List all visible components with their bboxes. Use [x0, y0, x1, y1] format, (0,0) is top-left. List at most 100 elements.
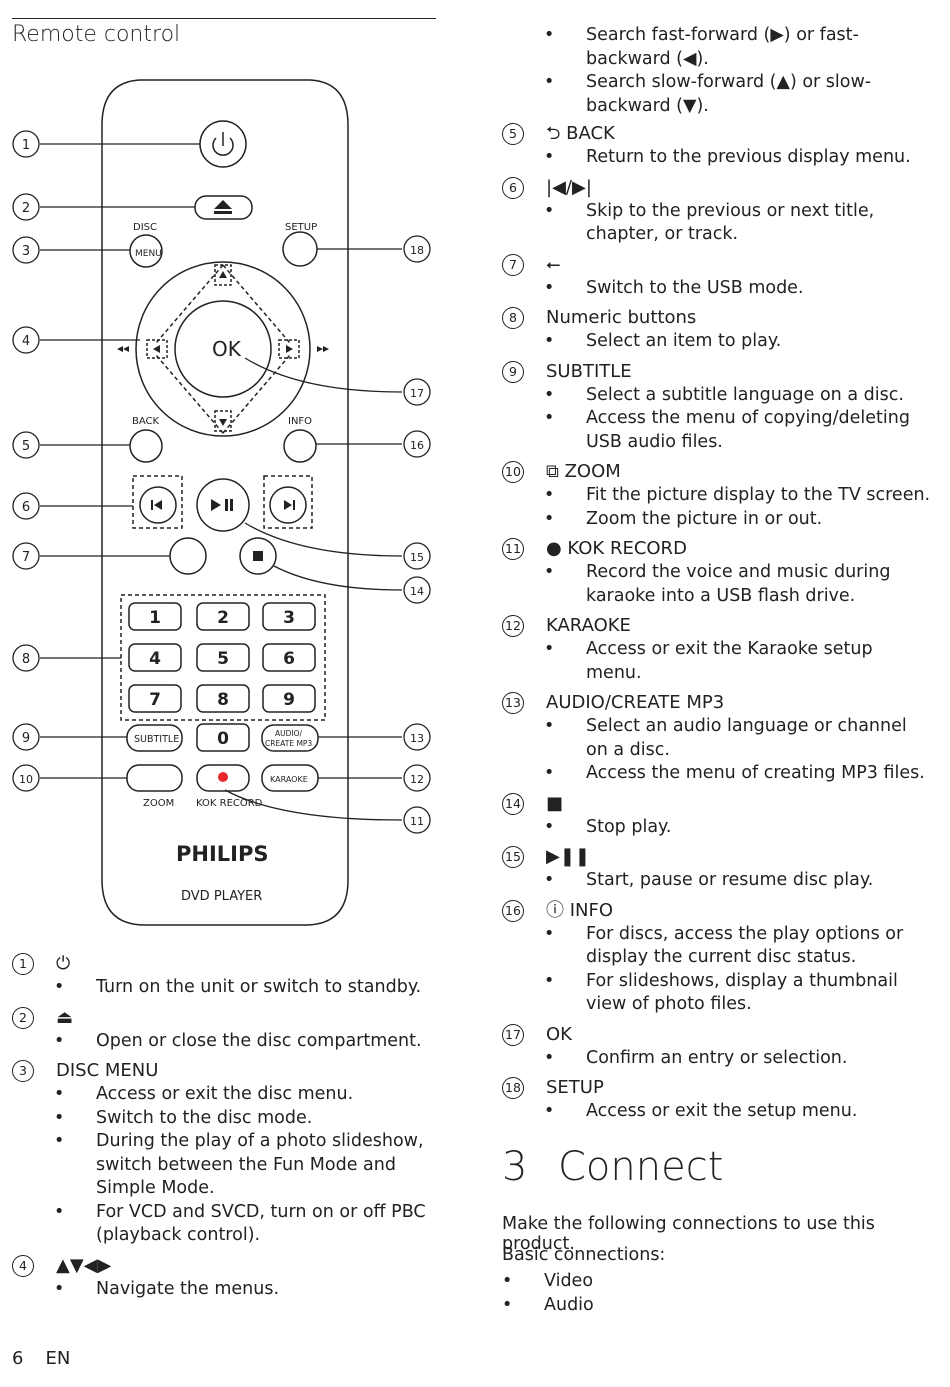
- svg-text:9: 9: [283, 690, 295, 710]
- description-item: 9 SUBTITLESelect a subtitle language on a…: [502, 360, 932, 461]
- item-number: 6: [502, 176, 524, 199]
- item-title: ● KOK RECORD: [546, 538, 687, 560]
- item-number: 16: [502, 899, 524, 922]
- item-bullets: Skip to the previous or next title, chap…: [502, 200, 932, 253]
- list-item: Access the menu of copying/deleting USB …: [544, 407, 932, 454]
- svg-text:5: 5: [22, 439, 30, 454]
- item-bullets: Return to the previous display menu.: [502, 146, 932, 176]
- zoom-label: ZOOM: [143, 798, 174, 809]
- svg-text:0: 0: [217, 729, 229, 749]
- record-dot: [218, 772, 228, 782]
- language-code: EN: [45, 1348, 71, 1369]
- item-number: 15: [502, 846, 524, 868]
- item-bullets: Navigate the menus.: [12, 1278, 432, 1308]
- back-label: BACK: [132, 416, 160, 427]
- item-title: ⏏: [56, 1006, 74, 1028]
- nav-ring: [135, 261, 311, 437]
- svg-text:11: 11: [410, 815, 424, 828]
- connect-intro: Make the following connections to use th…: [502, 1214, 875, 1254]
- item-number: 4: [12, 1254, 34, 1277]
- ok-label: OK: [212, 337, 242, 361]
- item-heading: 9 SUBTITLE: [502, 360, 932, 384]
- power-icon: [212, 137, 234, 156]
- list-item: Return to the previous display menu.: [544, 146, 932, 170]
- karaoke-label: KARAOKE: [270, 775, 308, 784]
- item-bullets: Select a subtitle language on a disc.Acc…: [502, 384, 932, 461]
- description-item: 10 ⧉ ZOOMFit the picture display to the T…: [502, 460, 932, 537]
- item-title: ■: [546, 792, 564, 814]
- item-bullets: Stop play.: [502, 816, 932, 846]
- product-label: DVD PLAYER: [181, 889, 262, 904]
- list-item: Access or exit the disc menu.: [54, 1083, 432, 1107]
- item-heading: 4▲▼◀▶: [12, 1254, 432, 1278]
- page-number: 6: [12, 1348, 24, 1369]
- zoom-button: [126, 764, 183, 792]
- item-title: ⓘ INFO: [546, 899, 614, 921]
- info-label: INFO: [288, 416, 312, 427]
- item-title: ▶❚❚: [546, 846, 591, 868]
- list-item: Search fast-forward (▶) or fast-backward…: [544, 24, 932, 71]
- item-bullets: Access or exit the disc menu.Switch to t…: [12, 1083, 432, 1254]
- item-bullets: Switch to the USB mode.: [502, 277, 932, 307]
- disc-label: DISC: [133, 222, 157, 233]
- svg-text:13: 13: [410, 732, 424, 745]
- list-item: Turn on the unit or switch to standby.: [54, 976, 432, 1000]
- list-item: Start, pause or resume disc play.: [544, 869, 932, 893]
- info-button: [283, 429, 317, 463]
- back-button: [129, 429, 163, 463]
- item-heading: 15 ▶❚❚: [502, 845, 932, 869]
- item-number: 9: [502, 360, 524, 383]
- numeric-keys: [128, 602, 316, 752]
- item-title: SUBTITLE: [546, 360, 632, 382]
- subtitle-label: SUBTITLE: [134, 734, 179, 745]
- item-title: AUDIO/CREATE MP3: [546, 692, 725, 714]
- svg-text:6: 6: [283, 649, 295, 669]
- list-item: Fit the picture display to the TV screen…: [544, 484, 932, 508]
- audio-label-2: CREATE MP3: [265, 739, 312, 748]
- description-item: 1⏻Turn on the unit or switch to standby.: [12, 952, 432, 1006]
- list-item: Record the voice and music during karaok…: [544, 561, 932, 608]
- item-heading: 7⭠: [502, 253, 932, 277]
- description-item: 6|◀/▶|Skip to the previous or next title…: [502, 176, 932, 253]
- top-rule: [12, 18, 436, 19]
- item-number: 7: [502, 253, 524, 276]
- next-button: [269, 486, 307, 524]
- svg-text:8: 8: [22, 652, 30, 667]
- digit-labels: 1 2 3 4 5 6 7 8 9 0: [149, 608, 295, 749]
- svg-text:3: 3: [283, 608, 295, 628]
- chapter-title: Connect: [558, 1144, 724, 1190]
- item-number: 11: [502, 538, 524, 560]
- description-item: 7⭠Switch to the USB mode.: [502, 253, 932, 307]
- list-item: Zoom the picture in or out.: [544, 508, 932, 532]
- ok-button: [174, 300, 272, 398]
- description-item: 15 ▶❚❚Start, pause or resume disc play.: [502, 845, 932, 899]
- item-bullets: For discs, access the play options or di…: [502, 923, 932, 1023]
- list-item: During the play of a photo slideshow, sw…: [54, 1130, 432, 1201]
- item-title: ⧉ ZOOM: [546, 461, 621, 483]
- chapter-number: 3: [502, 1144, 528, 1190]
- item-bullets: Select an audio language or channel on a…: [502, 715, 932, 792]
- kok-record-button: [196, 764, 250, 792]
- svg-text:1: 1: [22, 138, 30, 153]
- item-heading: 10 ⧉ ZOOM: [502, 460, 932, 484]
- list-item: Access the menu of creating MP3 files.: [544, 762, 932, 786]
- svg-text:18: 18: [410, 244, 424, 257]
- kok-record-label: KOK RECORD: [196, 798, 263, 809]
- description-item: 5⮌ BACKReturn to the previous display me…: [502, 122, 932, 176]
- callout-numbers: 1 2 3 4 5 6 7 8 9 10 11 12 13 14 15 16 1…: [19, 138, 424, 828]
- list-item: Access or exit the setup menu.: [544, 1100, 932, 1124]
- subtitle-button: [126, 724, 183, 752]
- list-item: For discs, access the play options or di…: [544, 923, 932, 970]
- item-number: 10: [502, 461, 524, 483]
- list-item: Confirm an entry or selection.: [544, 1047, 932, 1071]
- basic-connections-list: Video Audio: [502, 1269, 594, 1317]
- item-number: 18: [502, 1077, 524, 1099]
- list-item: Video: [502, 1269, 594, 1293]
- item-bullets: Record the voice and music during karaok…: [502, 561, 932, 614]
- svg-text:9: 9: [22, 731, 30, 746]
- remote-body: [101, 79, 349, 926]
- item-heading: 11 ● KOK RECORD: [502, 537, 932, 561]
- section-title: Remote control: [12, 22, 181, 47]
